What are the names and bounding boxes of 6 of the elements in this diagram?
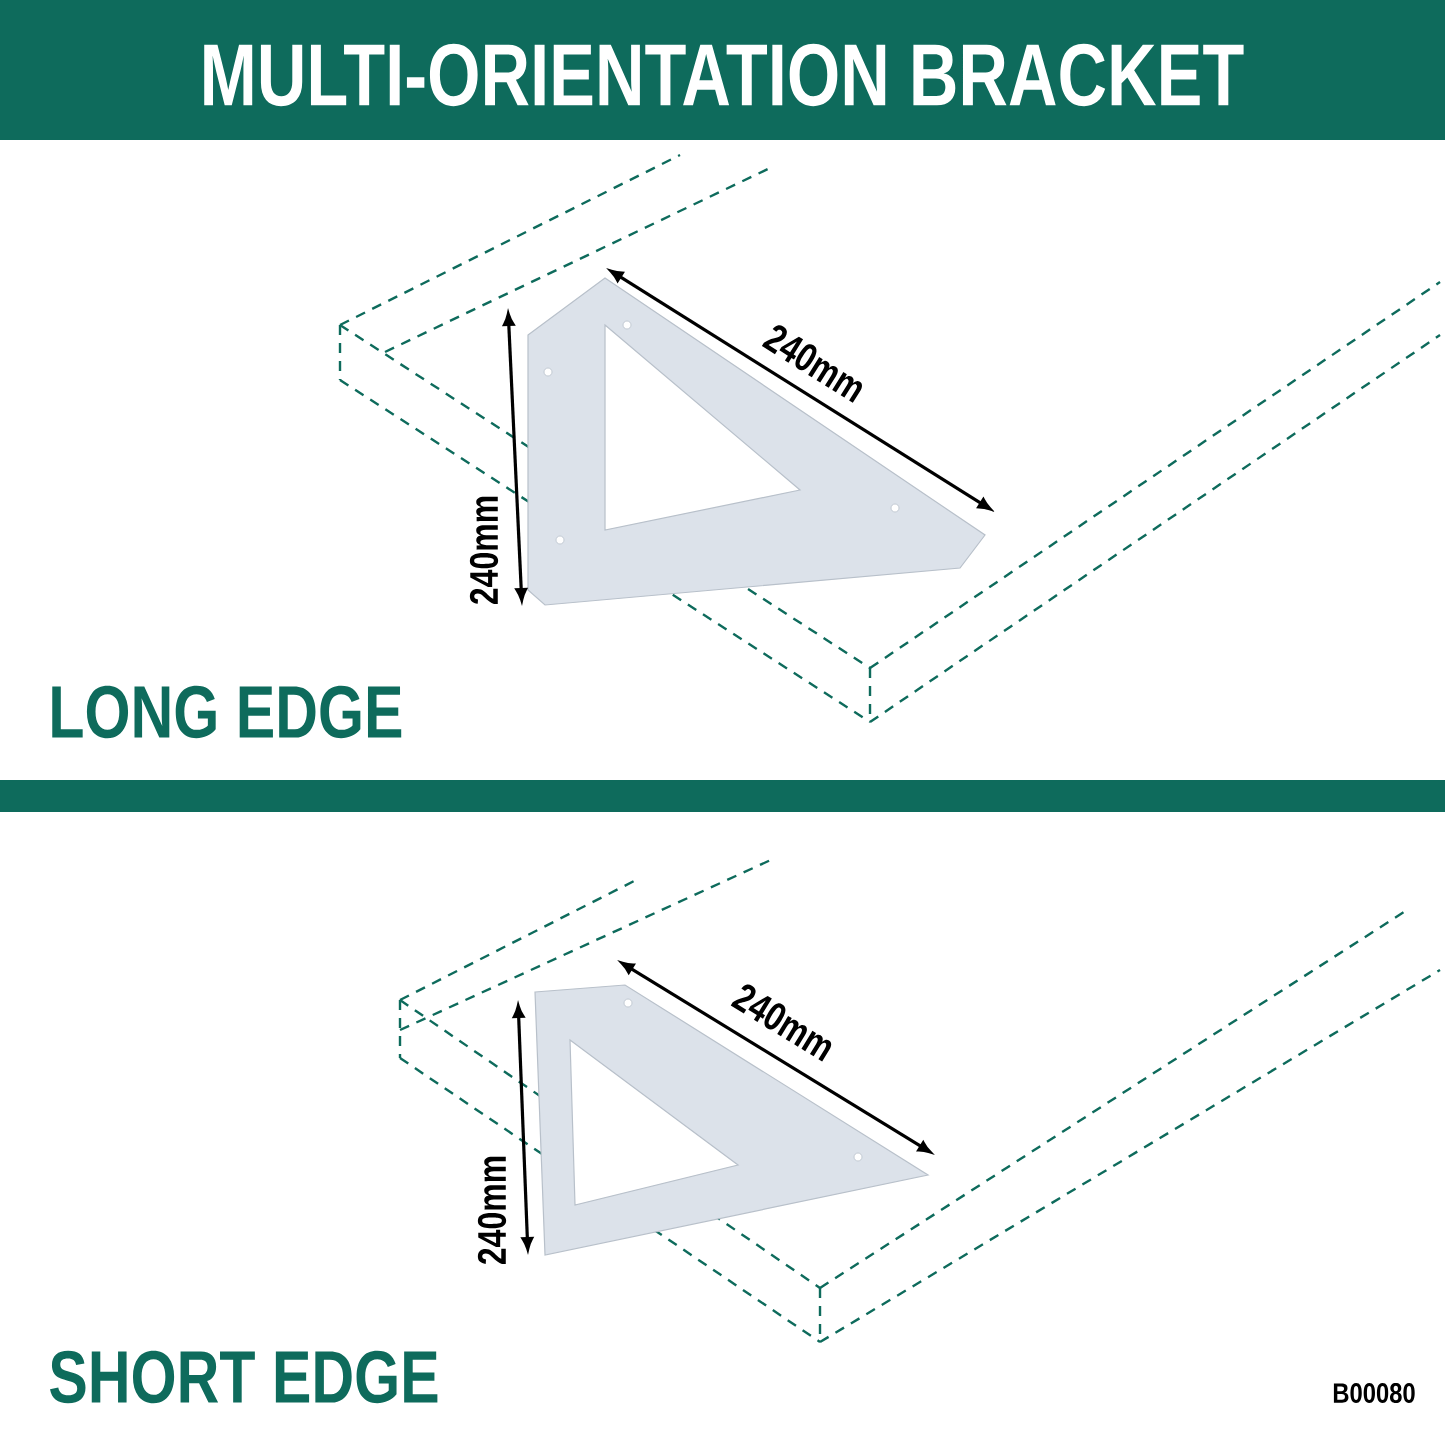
dimension-label: 240mm xyxy=(477,1156,507,1265)
title-banner: MULTI-ORIENTATION BRACKET xyxy=(0,0,1445,140)
section-heading: SHORT EDGE xyxy=(50,1350,438,1404)
product-code: B00080 xyxy=(1333,1383,1415,1403)
dimension-label: 240mm xyxy=(469,496,499,605)
divider-bar xyxy=(0,780,1445,812)
